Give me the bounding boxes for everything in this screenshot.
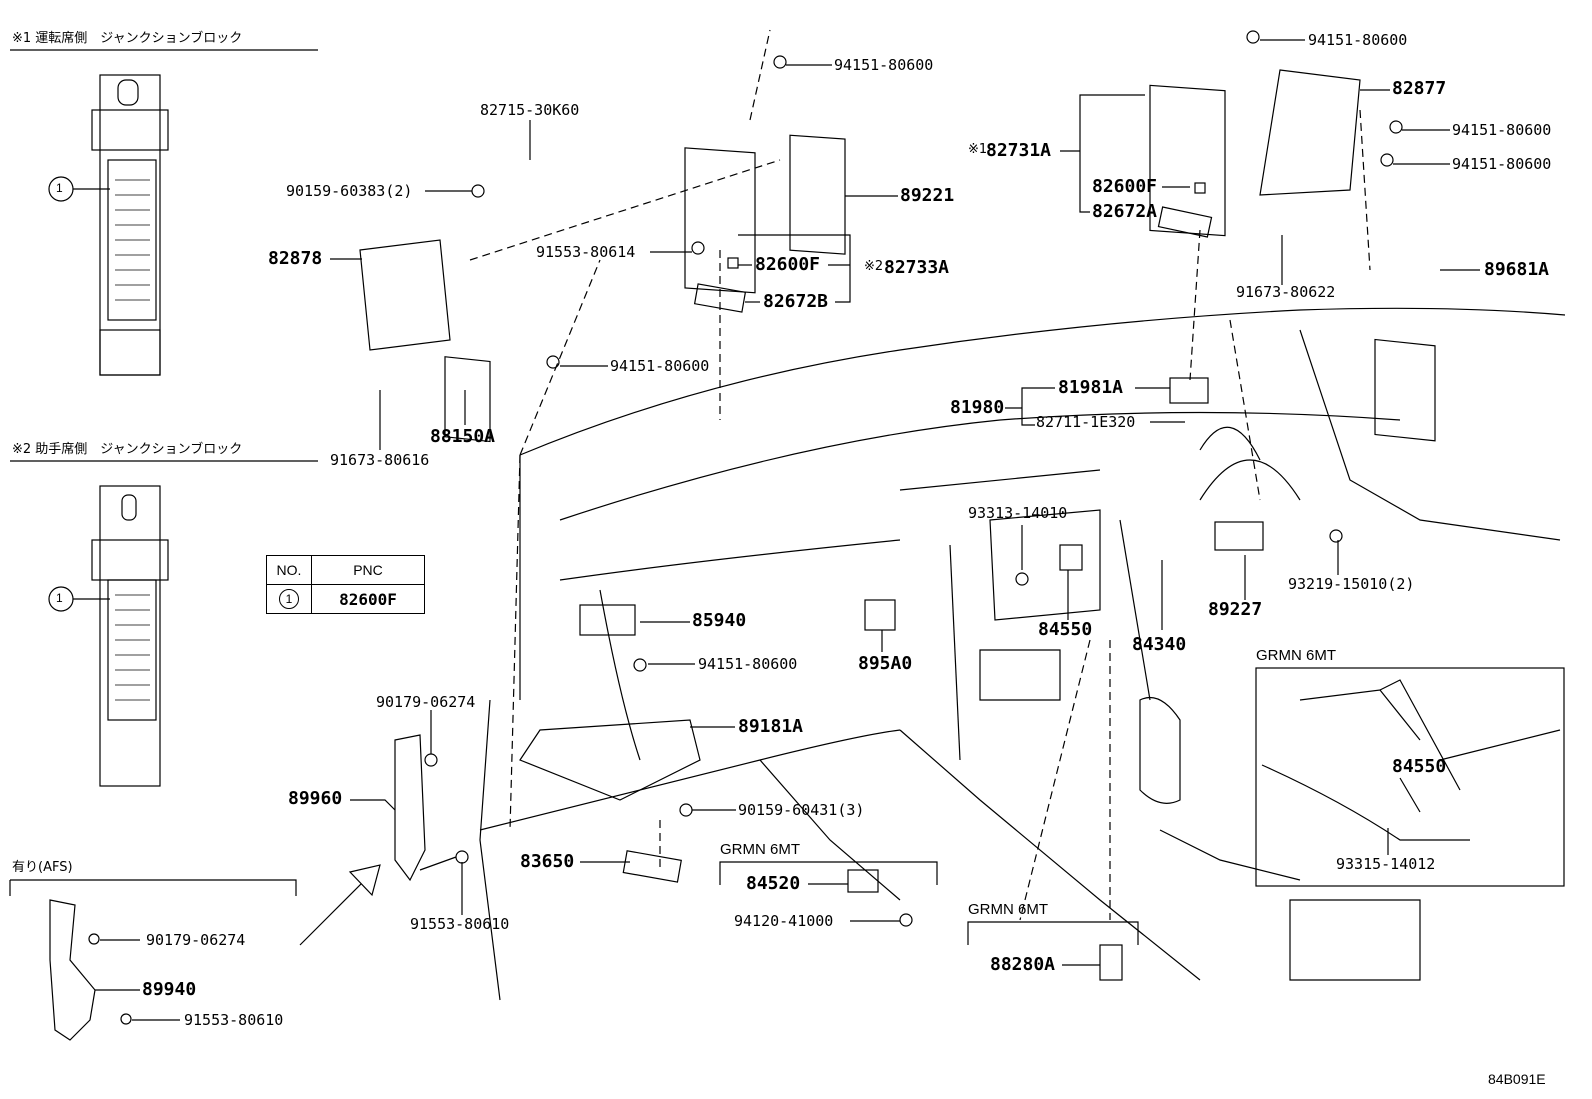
- part-label: 82672A: [1092, 201, 1158, 222]
- part-label: 94151-80600: [1452, 121, 1552, 139]
- callout-1-driver: 1: [56, 181, 63, 195]
- part-label: 91553-80614: [536, 243, 636, 261]
- legend-2-title: ※2 助手席側 ジャンクションブロック: [12, 442, 243, 457]
- part-label: 89681A: [1484, 259, 1550, 280]
- part-label: 82715-30K60: [480, 101, 580, 119]
- junction-block-passenger-drawing: [10, 460, 318, 787]
- part-label: 81981A: [1058, 377, 1124, 398]
- part-label: 94151-80600: [698, 655, 798, 673]
- part-label: 84550: [1038, 619, 1093, 640]
- part-label: 82600F: [755, 254, 821, 275]
- part-label: 84550: [1392, 756, 1447, 777]
- part-label: 82731A: [986, 140, 1052, 161]
- legend-1-title: ※1 運転席側 ジャンクションブロック: [12, 31, 243, 46]
- table-header-no: NO.: [266, 555, 312, 585]
- table-row-no: 1: [266, 584, 312, 614]
- part-label: 93313-14010: [968, 504, 1068, 522]
- part-label: ※1: [968, 142, 988, 157]
- part-label: 82878: [268, 248, 323, 269]
- part-label: 89960: [288, 788, 343, 809]
- installation-dashed-lines: [469, 29, 1371, 921]
- figure-code: 84B091E: [1488, 1071, 1546, 1087]
- table-row-pnc: 82600F: [311, 584, 425, 614]
- part-label: 82600F: [1092, 176, 1158, 197]
- part-label: 88150A: [430, 426, 496, 447]
- part-label: 84340: [1132, 634, 1187, 655]
- part-label: 89181A: [738, 716, 804, 737]
- grmn-label-1: GRMN 6MT: [720, 841, 800, 858]
- part-label: 91553-80610: [410, 915, 510, 933]
- part-label: 82711-1E320: [1036, 413, 1136, 431]
- part-label: 91673-80622: [1236, 283, 1336, 301]
- part-label: 88280A: [990, 954, 1056, 975]
- grmn-group-brackets: [719, 667, 1565, 945]
- afs-bracket-drawing: [9, 864, 381, 1041]
- part-label: 85940: [692, 610, 747, 631]
- grmn-label-3: GRMN 6MT: [1256, 647, 1336, 664]
- part-label: 82733A: [884, 257, 950, 278]
- table-header-pnc: PNC: [311, 555, 425, 585]
- part-label: 90179-06274: [146, 931, 246, 949]
- part-label: 82877: [1392, 78, 1447, 99]
- part-label: ※2: [864, 259, 884, 274]
- pnc-table: NO. PNC 1 82600F: [266, 555, 425, 614]
- part-label: 94151-80600: [1452, 155, 1552, 173]
- part-label: 84520: [746, 873, 801, 894]
- part-label: 94120-41000: [734, 912, 834, 930]
- part-label: 89940: [142, 979, 197, 1000]
- part-label: 89227: [1208, 599, 1263, 620]
- part-label: 93315-14012: [1336, 855, 1436, 873]
- part-label: 94151-80600: [834, 56, 934, 74]
- part-label: 91553-80610: [184, 1011, 284, 1029]
- part-label: 82672B: [763, 291, 829, 312]
- part-label: 94151-80600: [1308, 31, 1408, 49]
- part-label: 90159-60431(3): [738, 801, 865, 819]
- part-label: 90179-06274: [376, 693, 476, 711]
- part-label: 83650: [520, 851, 575, 872]
- dashboard-outline-drawing: [479, 307, 1566, 1001]
- part-label: 81980: [950, 397, 1005, 418]
- part-label: 91673-80616: [330, 451, 430, 469]
- grmn-label-2: GRMN 6MT: [968, 901, 1048, 918]
- component-outlines: [359, 30, 1436, 981]
- part-label: 89221: [900, 185, 955, 206]
- part-label: 895A0: [858, 653, 913, 674]
- part-label: 94151-80600: [610, 357, 710, 375]
- legend-afs-title: 有り(AFS): [12, 860, 73, 875]
- leader-lines: [330, 39, 1480, 966]
- part-label: 93219-15010(2): [1288, 575, 1415, 593]
- callout-1-passenger: 1: [56, 591, 63, 605]
- part-label: 90159-60383(2): [286, 182, 413, 200]
- junction-block-driver-drawing: [10, 49, 318, 376]
